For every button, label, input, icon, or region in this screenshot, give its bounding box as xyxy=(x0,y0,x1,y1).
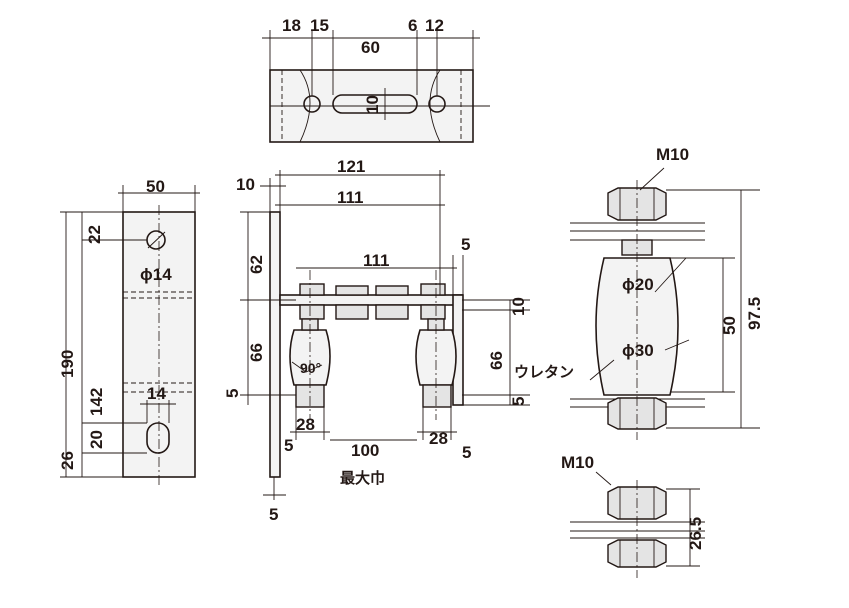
urethane-label: ウレタン xyxy=(514,363,574,381)
dim-12: 12 xyxy=(425,16,444,35)
dim-10-top: 10 xyxy=(236,175,255,194)
nut-3 xyxy=(335,304,369,320)
bolt-label-bottom: M10 xyxy=(561,453,594,472)
max-width-label: 最大巾 xyxy=(340,469,385,487)
dim-97-5: 97.5 xyxy=(745,297,764,330)
dim-10-right: 10 xyxy=(509,297,528,316)
angle-label: 90° xyxy=(300,360,321,376)
hex-nut-bottom xyxy=(607,397,667,430)
nut-4 xyxy=(375,304,409,320)
dim-66-left: 66 xyxy=(247,343,266,362)
dim-slot-width: 14 xyxy=(147,384,166,403)
mounting-plate xyxy=(269,211,281,478)
dim-18: 18 xyxy=(282,16,301,35)
dim-62: 62 xyxy=(247,255,266,274)
dim-5-bottom-left: 5 xyxy=(284,436,293,455)
dim-15: 15 xyxy=(310,16,329,35)
top-view-slot xyxy=(332,94,418,114)
hole-diameter: ϕ14 xyxy=(140,265,172,284)
bolt-head-1 xyxy=(299,283,325,296)
dim-hole-spacing: 142 xyxy=(87,388,106,416)
dim-slot-height: 20 xyxy=(87,430,106,449)
side-plate-slot xyxy=(146,422,170,454)
nut-view: M10 26.5 xyxy=(561,453,705,578)
nut-1 xyxy=(335,285,369,296)
dim-total-height: 190 xyxy=(58,350,77,378)
bolt-label-top: M10 xyxy=(656,145,689,164)
dim-66-right: 66 xyxy=(487,351,506,370)
dim-plate-width: 50 xyxy=(146,177,165,196)
nut-6 xyxy=(420,304,446,320)
dim-5-right: 5 xyxy=(509,397,528,406)
dim-111-inner: 111 xyxy=(363,251,390,270)
roller-left xyxy=(289,329,331,386)
nut-2 xyxy=(375,285,409,296)
dim-5-top: 5 xyxy=(461,235,470,254)
dim-slot-10: 10 xyxy=(363,95,382,114)
dim-26-5: 26.5 xyxy=(686,517,705,550)
front-view: 10 121 111 111 5 62 66 10 66 5 5 28 28 1… xyxy=(223,157,530,524)
dim-60: 60 xyxy=(361,38,380,57)
dim-28-left: 28 xyxy=(296,415,315,434)
dim-bottom-offset: 26 xyxy=(58,451,77,470)
dim-5-bottom-right: 5 xyxy=(462,443,471,462)
dim-5-left: 5 xyxy=(223,389,242,398)
dia-20: ϕ20 xyxy=(622,275,654,294)
dim-111-outer: 111 xyxy=(337,188,364,207)
side-plate-view: 50 22 190 142 26 14 20 ϕ14 xyxy=(58,177,200,485)
bracket-top xyxy=(279,294,463,306)
dim-hole-offset: 22 xyxy=(85,225,104,244)
bolt-head-2 xyxy=(420,283,446,296)
roller-view: M10 ϕ20 ϕ30 50 97.5 ウレタン xyxy=(514,145,764,440)
dim-50: 50 xyxy=(720,316,739,335)
dim-100: 100 xyxy=(351,441,379,460)
dim-28-right: 28 xyxy=(429,429,448,448)
top-view: 18 15 60 6 12 10 xyxy=(262,16,490,143)
dim-5-plate: 5 xyxy=(269,505,278,524)
roller-base-right xyxy=(422,384,452,408)
nut-5 xyxy=(299,304,325,320)
roller-right xyxy=(415,329,457,386)
dim-121: 121 xyxy=(337,157,365,176)
dim-6: 6 xyxy=(408,16,417,35)
dia-30: ϕ30 xyxy=(622,341,654,360)
